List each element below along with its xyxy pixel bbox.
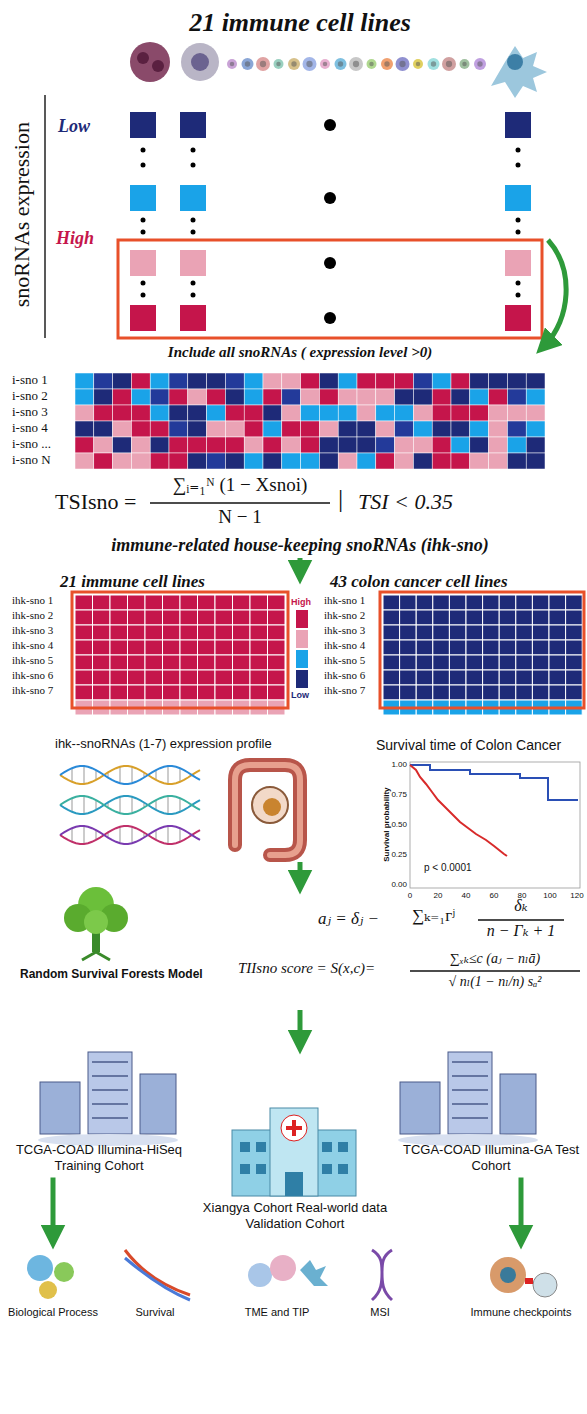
- label: 0.00: [391, 880, 407, 889]
- outcome-label: Biological Process: [3, 1306, 103, 1320]
- label: TSI < 0.35: [358, 489, 453, 514]
- flow-arrow: [519, 1178, 524, 1238]
- label: 0.25: [391, 850, 407, 859]
- label: ihk-sno 1: [12, 594, 53, 607]
- label: ihk-sno 2: [12, 609, 53, 622]
- label: p < 0.0001: [424, 862, 472, 874]
- axis-label: snoRNAs expression: [9, 122, 34, 307]
- label: 100: [543, 891, 556, 900]
- label: 0.50: [391, 820, 407, 829]
- outcome-item: TME and TIP: [222, 1240, 332, 1320]
- colon-illustration: [235, 765, 300, 855]
- label: 120: [570, 891, 583, 900]
- label: ihk-sno 5: [324, 654, 365, 667]
- label: ihk-sno 3: [324, 624, 365, 637]
- cohort-block: TCGA-COAD Illumina-HiSeq Training Cohort: [3, 1142, 195, 1175]
- label: ihk-sno 6: [12, 669, 53, 682]
- label: Low: [58, 116, 90, 137]
- label: ∑ᵢ₌₁ᴺ (1 − Xsnoi): [173, 474, 308, 496]
- outcome-item: Survival: [110, 1240, 200, 1320]
- label: ihk-sno 5: [12, 654, 53, 667]
- outcome-label: Immune checkpoints: [458, 1306, 584, 1320]
- cohort-name: TCGA-COAD Illumina-HiSeq Training Cohort: [3, 1142, 195, 1175]
- label: Survival time of Colon Cancer: [376, 737, 561, 753]
- hospital-icon: [232, 1108, 356, 1196]
- label: ∑ₖ₌₁ᴦʲ: [412, 906, 455, 926]
- label: 43 colon cancer cell lines: [330, 572, 508, 592]
- outcome-icons: [27, 1250, 557, 1300]
- label: ihk--snoRNAs (1-7) expression profile: [55, 737, 272, 752]
- label: N − 1: [218, 506, 261, 528]
- outcome-label: TME and TIP: [222, 1306, 332, 1320]
- label: i-sno 1: [12, 373, 48, 388]
- label: ihk-sno 6: [324, 669, 365, 682]
- label: 21 immune cell lines: [60, 572, 205, 592]
- outcome-label: Survival: [110, 1306, 200, 1320]
- label: i-sno 2: [12, 389, 48, 404]
- label: ∑ₓₖ≤c (aⱼ − nₗā): [450, 951, 540, 967]
- cohort-name: Xiangya Cohort Real-world data Validatio…: [193, 1200, 397, 1233]
- label: TIIsno score = S(x,c)=: [238, 960, 375, 977]
- label: Include all snoRNAs ( expression level >…: [168, 344, 432, 361]
- label: High: [291, 597, 311, 607]
- label: aⱼ = δⱼ −: [318, 909, 379, 929]
- title: 21 immune cell lines: [189, 8, 411, 38]
- label: ihk-sno 7: [324, 684, 365, 697]
- label: ihk-sno 7: [12, 684, 53, 697]
- label: i-sno ...: [12, 437, 51, 452]
- tree-icon: [64, 887, 128, 960]
- outcome-label: MSI: [350, 1306, 410, 1320]
- label: δₖ: [514, 897, 527, 915]
- label: 20: [434, 891, 443, 900]
- label: 0.75: [391, 790, 407, 799]
- label: ihk-sno 2: [324, 609, 365, 622]
- label: ihk-sno 3: [12, 624, 53, 637]
- label: immune-related house-keeping snoRNAs (ih…: [111, 535, 489, 556]
- label: i-sno N: [12, 453, 51, 468]
- label: |: [338, 484, 343, 514]
- cohort-name: TCGA-COAD Illumina-GA Test Cohort: [398, 1142, 584, 1175]
- cohort-block: Xiangya Cohort Real-world data Validatio…: [193, 1200, 397, 1233]
- label: 1.00: [391, 760, 407, 769]
- outcome-item: Immune checkpoints: [458, 1240, 584, 1320]
- label: 60: [490, 891, 499, 900]
- outcome-item: MSI: [350, 1240, 410, 1320]
- cell-icons: [130, 42, 547, 98]
- km-plot: [410, 762, 580, 888]
- label: ihk-sno 1: [324, 594, 365, 607]
- label: Random Survival Forests Model: [20, 968, 203, 982]
- cohort-block: TCGA-COAD Illumina-GA Test Cohort: [398, 1142, 584, 1175]
- label: √ nₗ(1 − nₗ/n) sₐ²: [449, 974, 542, 990]
- outcome-item: Biological Process: [3, 1240, 103, 1320]
- label: Survival probability: [381, 788, 390, 862]
- label: ihk-sno 4: [12, 639, 53, 652]
- label: i-sno 4: [12, 421, 48, 436]
- flow-arrow: [51, 1178, 56, 1238]
- label: 0: [408, 891, 412, 900]
- label: 40: [462, 891, 471, 900]
- label: Low: [291, 690, 309, 700]
- label: n − Γₖ + 1: [487, 922, 556, 940]
- label: i-sno 3: [12, 405, 48, 420]
- label: High: [56, 228, 94, 249]
- label: TSIsno =: [55, 489, 136, 514]
- label: ihk-sno 4: [324, 639, 365, 652]
